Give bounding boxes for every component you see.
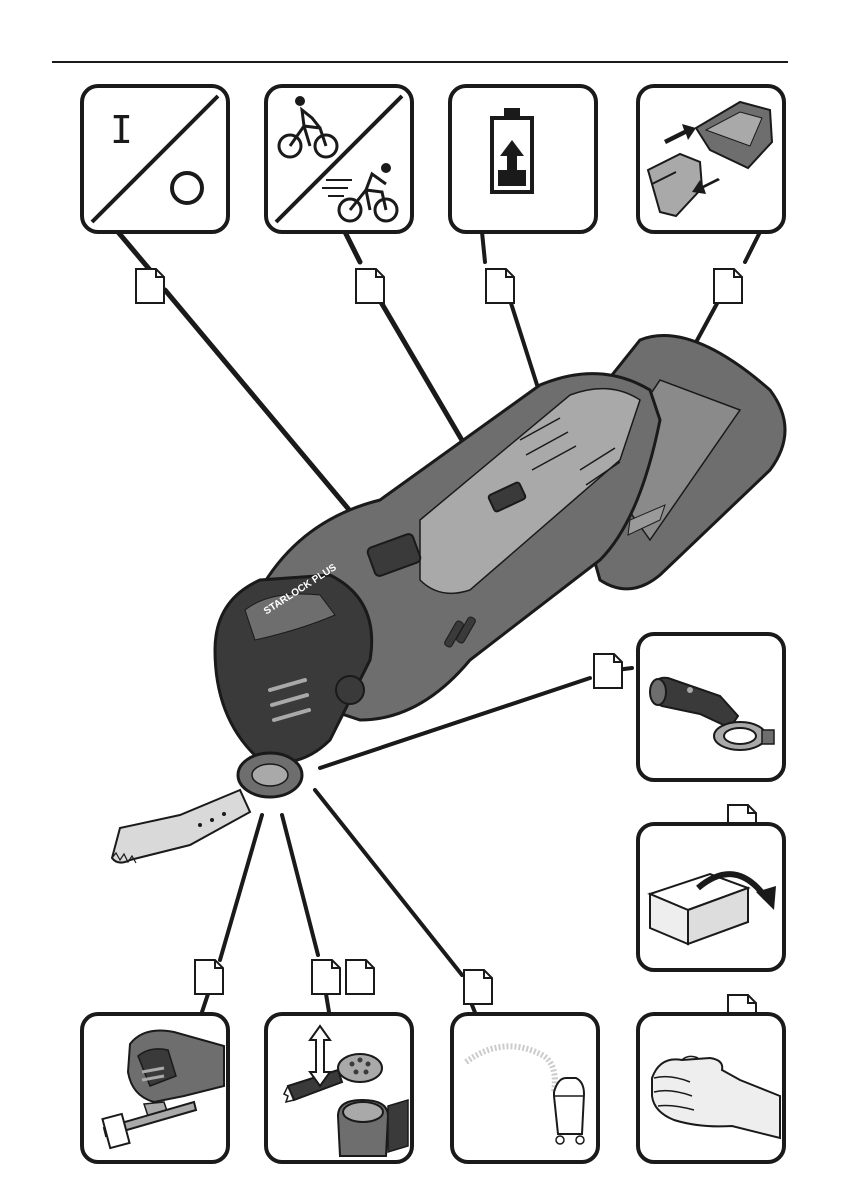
doc-icon bbox=[354, 267, 386, 305]
depth-stop-icon bbox=[84, 1016, 226, 1160]
figure-battery-insert bbox=[636, 84, 786, 234]
figure-on-off: I bbox=[80, 84, 230, 234]
figure-depth-stop bbox=[80, 1012, 230, 1164]
figure-dust-adapter bbox=[636, 632, 786, 782]
callout-line-battery bbox=[482, 232, 545, 410]
battery-insert-icon bbox=[640, 88, 782, 230]
doc-icon bbox=[344, 958, 376, 996]
doc-icon bbox=[712, 267, 744, 305]
hand-vibration-icon bbox=[640, 1016, 782, 1160]
cyclist-speed-icon bbox=[268, 88, 410, 230]
battery-charge-icon bbox=[452, 88, 594, 230]
figure-battery bbox=[448, 84, 598, 234]
doc-icon bbox=[193, 958, 225, 996]
on-label: I bbox=[110, 108, 133, 152]
doc-icon bbox=[310, 958, 342, 996]
figure-tool-change bbox=[264, 1012, 414, 1164]
saw-blade bbox=[112, 790, 250, 863]
dust-extraction-adapter-icon bbox=[640, 636, 782, 778]
doc-icon bbox=[484, 267, 516, 305]
doc-icon bbox=[592, 652, 624, 690]
tool-change-icon bbox=[268, 1016, 410, 1160]
vacuum-cleaner-icon bbox=[454, 1016, 596, 1160]
doc-icon bbox=[462, 968, 494, 1006]
doc-icon bbox=[134, 267, 166, 305]
figure-vacuum bbox=[450, 1012, 600, 1164]
on-off-switch-icon bbox=[84, 88, 226, 230]
figure-packaging bbox=[636, 822, 786, 972]
figure-speed bbox=[264, 84, 414, 234]
figure-hand bbox=[636, 1012, 786, 1164]
packaging-open-icon bbox=[640, 826, 782, 968]
